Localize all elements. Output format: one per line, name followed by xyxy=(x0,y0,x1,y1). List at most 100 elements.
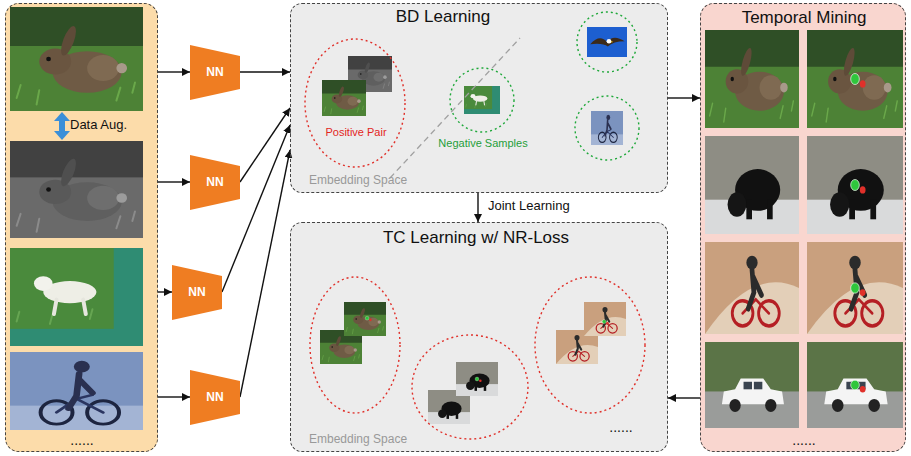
photo-shape xyxy=(116,63,127,73)
negative-group xyxy=(450,68,514,132)
photo-shape xyxy=(851,283,860,293)
photo-shape xyxy=(731,77,734,81)
photo-region xyxy=(10,7,143,111)
learning-panel: TC Learning w/ NR-LossEmbedding Space...… xyxy=(290,222,668,452)
photo-shape xyxy=(556,345,598,364)
photo-shape xyxy=(357,316,379,330)
photo-shape xyxy=(807,282,903,334)
augmentation-arrow xyxy=(59,119,65,133)
photo-region xyxy=(348,56,392,92)
photo-region xyxy=(456,412,459,419)
text-slot: Embedding Space xyxy=(309,174,407,188)
photo-shape xyxy=(46,57,51,62)
separator-line xyxy=(390,38,520,178)
photo-region xyxy=(10,248,143,346)
photo-shape xyxy=(364,62,371,73)
negative-group xyxy=(575,96,639,160)
augmentation-arrowhead xyxy=(54,112,70,121)
photo-thumbnail xyxy=(320,330,362,364)
photo-shape xyxy=(473,95,487,101)
photo-shape xyxy=(69,373,93,408)
photo-region xyxy=(322,80,366,94)
photo-thumbnail xyxy=(322,80,366,116)
photo-shape xyxy=(333,344,355,358)
photo-shape xyxy=(710,101,794,122)
photo-shape xyxy=(87,401,119,424)
photo-thumbnail xyxy=(705,342,799,428)
photo-shape xyxy=(735,169,780,211)
photo-shape xyxy=(860,80,866,87)
text-slot: BD Learning xyxy=(396,7,491,27)
photo-thumbnail xyxy=(344,302,386,336)
text-slot: ...... xyxy=(609,419,632,435)
photo-region xyxy=(10,248,114,329)
photo-shape xyxy=(470,94,475,98)
photo-thumbnail xyxy=(456,362,498,396)
photo-shape xyxy=(812,101,897,122)
photo-region xyxy=(584,302,626,336)
photo-shape xyxy=(324,106,363,114)
network-block: NN xyxy=(172,265,222,320)
photo-shape xyxy=(74,361,90,373)
photo-shape xyxy=(842,46,857,77)
photo-shape xyxy=(336,95,359,109)
panel-fill xyxy=(290,222,668,452)
photo-shape xyxy=(58,157,79,188)
photo-shape xyxy=(329,344,339,353)
photo-shape xyxy=(573,351,585,356)
photo-shape xyxy=(348,97,359,106)
photo-shape xyxy=(346,327,383,334)
photo-region xyxy=(705,30,799,128)
photo-shape xyxy=(860,386,866,392)
mining-panel: Temporal Mining...... xyxy=(700,3,906,452)
photo-shape xyxy=(860,289,866,296)
photo-region xyxy=(705,30,799,67)
photo-thumbnail xyxy=(807,242,903,334)
photo-shape xyxy=(838,169,884,211)
network-block: NN xyxy=(190,45,240,100)
network-label: NN xyxy=(188,286,205,300)
photo-region xyxy=(705,342,799,428)
photo-shape xyxy=(438,410,446,419)
photo-shape xyxy=(722,379,784,405)
photo-thumbnail xyxy=(705,30,799,128)
flow-arrow xyxy=(158,396,190,397)
ellipsis: ...... xyxy=(792,432,815,448)
photo-shape xyxy=(732,301,753,326)
photo-shape xyxy=(331,346,333,348)
photo-shape xyxy=(748,270,761,309)
input-panel: ...... xyxy=(5,3,158,452)
photo-shape xyxy=(369,319,372,322)
trapezoid-shape xyxy=(190,45,240,100)
photo-shape xyxy=(116,193,127,203)
photo-shape xyxy=(605,120,611,135)
learning-panel: BD LearningPositive PairNegative Samples… xyxy=(290,3,668,193)
photo-region xyxy=(428,412,470,424)
photo-shape xyxy=(606,115,610,120)
photo-thumbnail xyxy=(428,390,470,424)
photo-region xyxy=(344,302,386,315)
flow-arrow xyxy=(240,108,290,182)
photo-shape xyxy=(824,379,887,405)
photo-region xyxy=(846,382,855,390)
photo-shape xyxy=(334,97,336,99)
network-label: NN xyxy=(206,391,223,405)
photo-shape xyxy=(602,130,613,138)
photo-shape xyxy=(365,316,369,320)
photo-thumbnail xyxy=(464,86,500,114)
photo-region xyxy=(754,382,762,390)
photo-shape xyxy=(580,352,589,361)
photo-shape xyxy=(53,182,122,221)
panel-title: BD Learning xyxy=(396,7,491,27)
panel-title: TC Learning w/ NR-Loss xyxy=(383,228,569,248)
photo-shape xyxy=(760,75,783,100)
photo-region xyxy=(10,7,143,46)
photo-shape xyxy=(344,346,354,355)
flow-arrow xyxy=(240,150,290,397)
photo-shape xyxy=(845,300,872,314)
flow-arrow xyxy=(158,181,190,182)
photo-shape xyxy=(602,307,607,312)
photo-thumbnail xyxy=(587,27,627,57)
photo-shape xyxy=(584,317,626,336)
photo-shape xyxy=(34,276,53,291)
